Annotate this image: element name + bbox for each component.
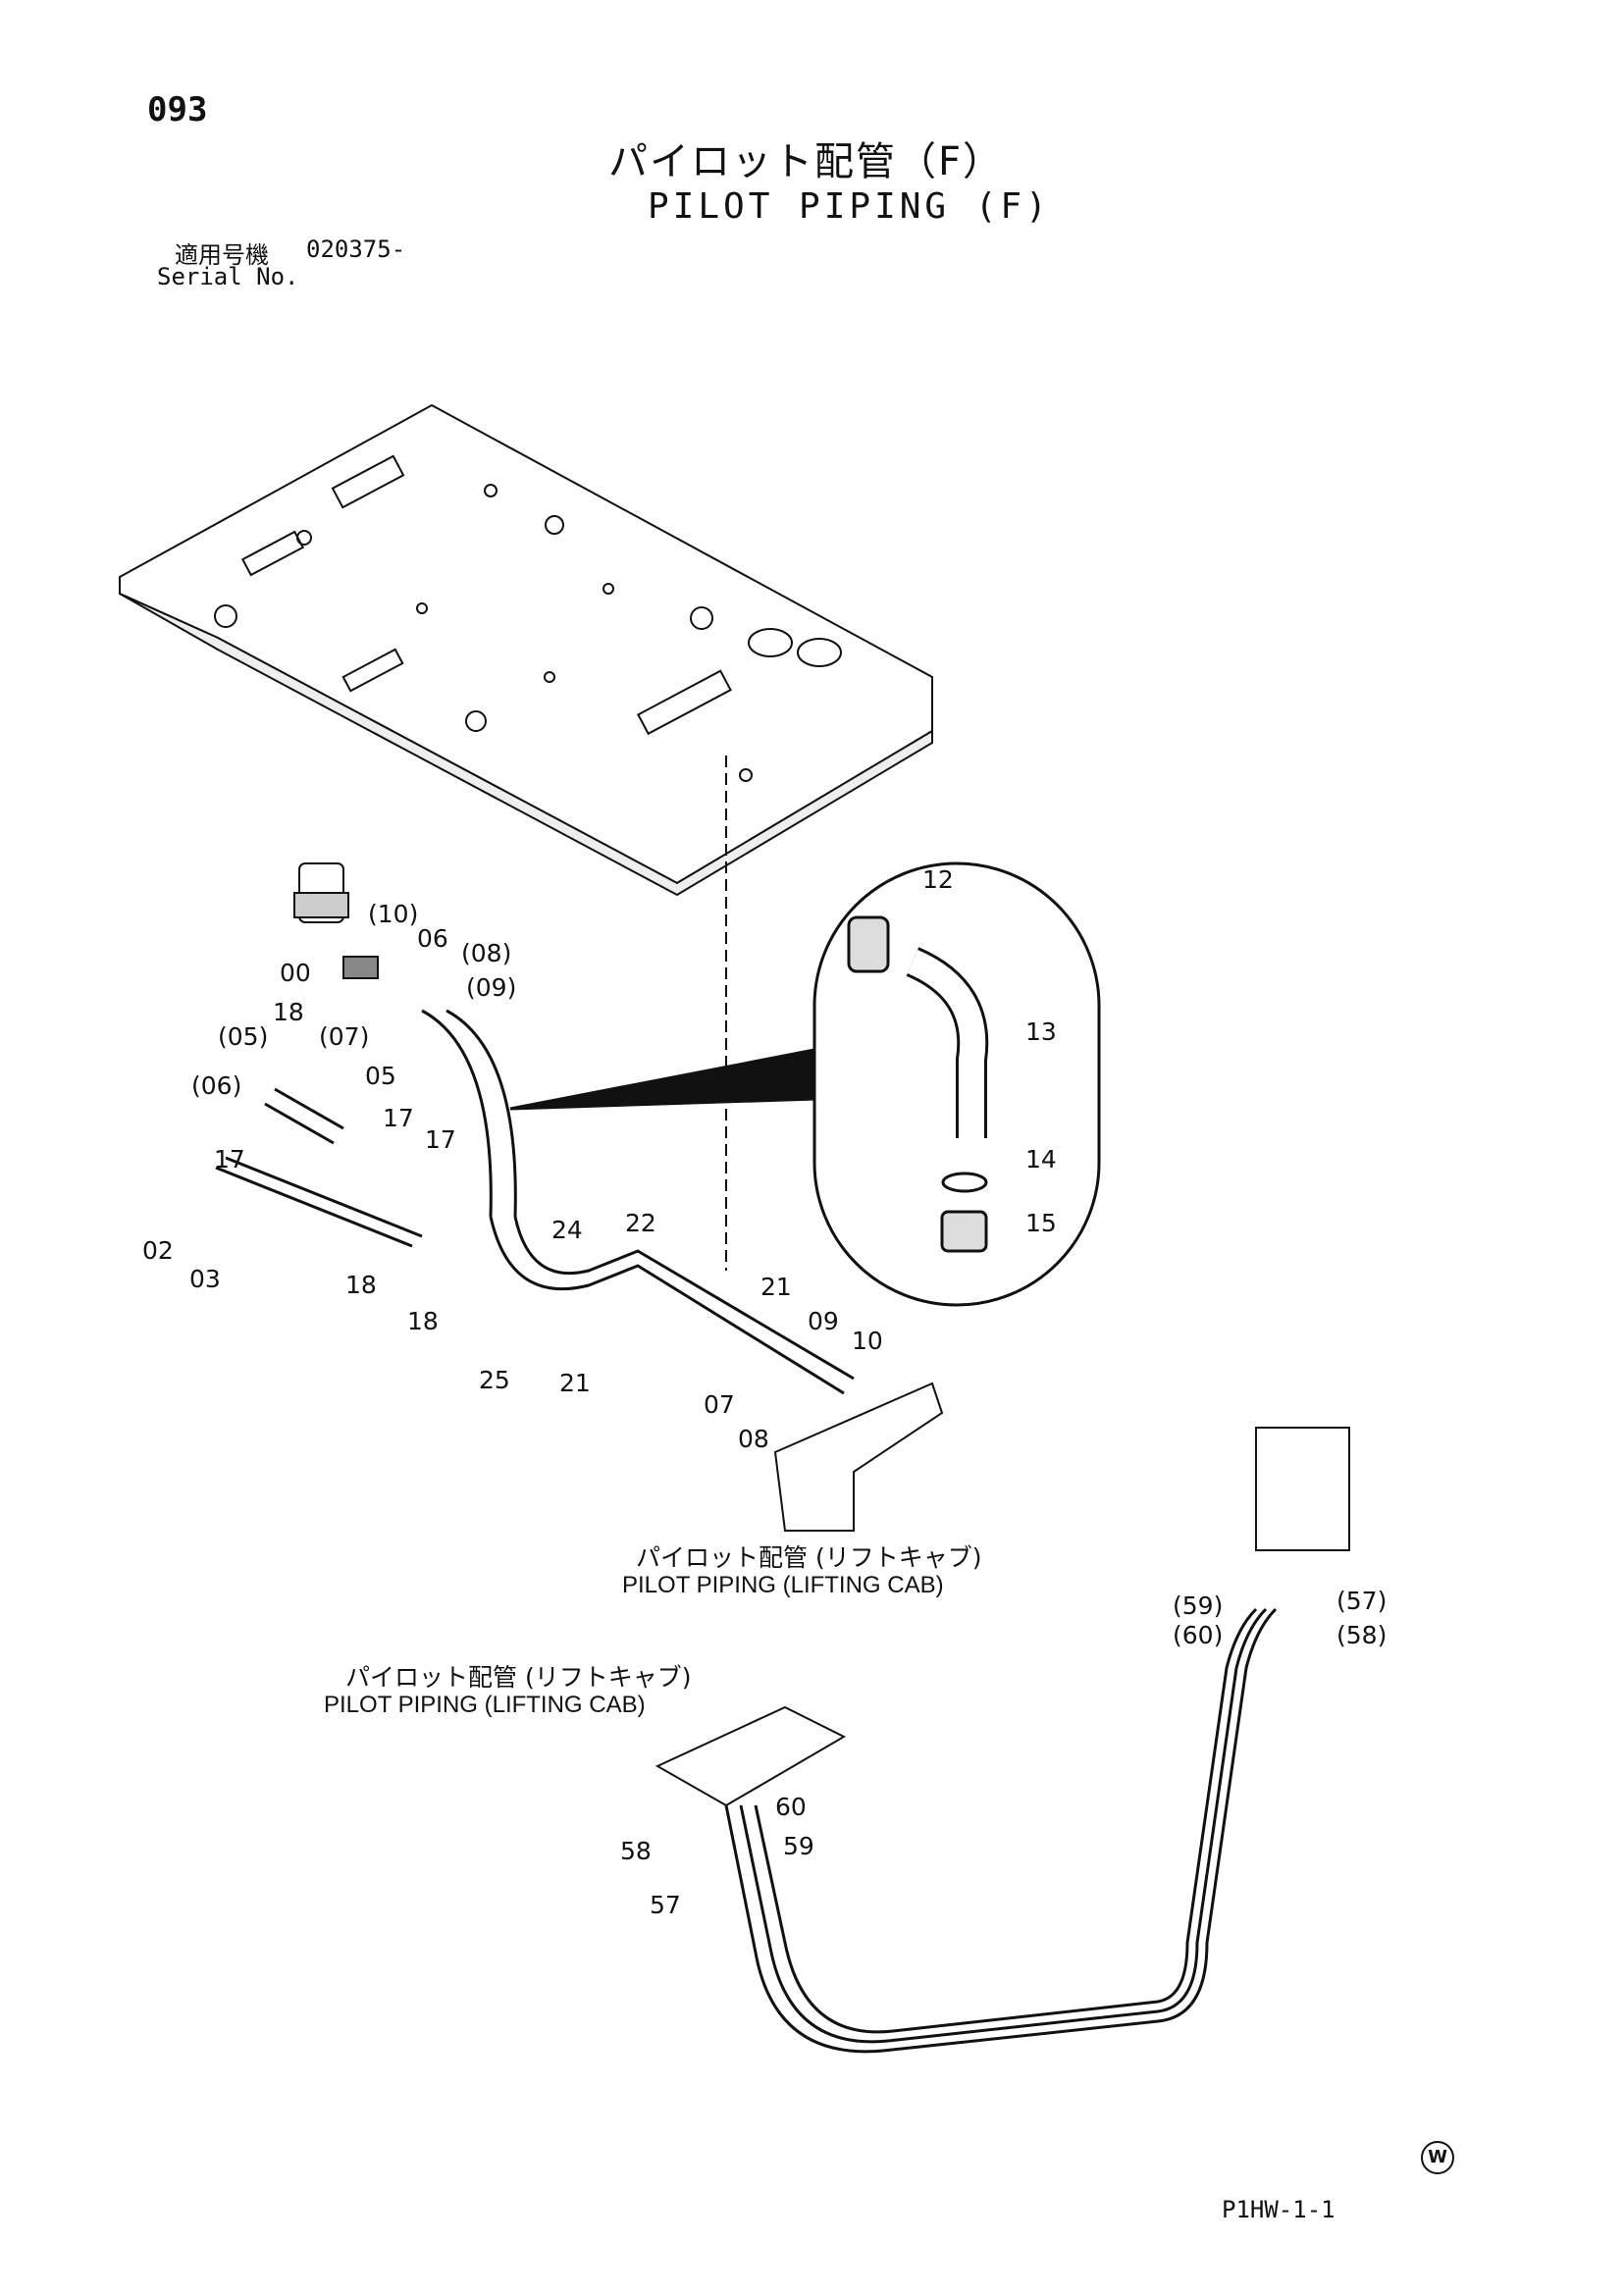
callout-25: 25 [479,1366,510,1394]
callout-08: 08 [738,1425,769,1453]
callout-02: 02 [142,1236,174,1265]
callout-59: 59 [783,1832,814,1860]
callout-21b: 21 [559,1369,591,1397]
callout-60: 60 [775,1793,807,1821]
callout-60p: (60) [1173,1621,1223,1649]
callout-15: 15 [1025,1209,1057,1237]
callout-18b: 18 [345,1271,377,1299]
lifting-cab-hoses [724,1607,1278,2054]
callout-22: 22 [625,1209,656,1237]
footer-code: P1HW-1-1 [1222,2196,1336,2223]
callout-24: 24 [551,1216,583,1244]
callout-labels: 12 13 14 15 (10) 06 (08) (09) 00 (07) 05… [142,865,1387,1919]
callout-17a: 17 [214,1145,245,1174]
callout-09p: (09) [466,973,516,1002]
callout-00: 00 [280,959,311,987]
page-number: 093 [147,90,208,130]
callout-17b: 17 [383,1104,414,1132]
pilot-valve [293,862,379,979]
callout-59p: (59) [1173,1591,1223,1620]
callout-17c: 17 [425,1125,456,1154]
caption-lifting-cab-jp-2: パイロット配管 (リフトキャブ) [345,1663,692,1692]
callout-05p: (05) [218,1022,268,1051]
caption-lifting-cab-jp-1: パイロット配管 (リフトキャブ) [636,1543,982,1572]
callout-03: 03 [189,1265,221,1293]
callout-57: 57 [650,1891,681,1919]
manifold-blocks [655,1382,1350,1807]
callout-09: 09 [808,1307,839,1335]
callout-06: 06 [417,924,448,953]
callout-14: 14 [1025,1145,1057,1174]
caption-lifting-cab-en-2: PILOT PIPING (LIFTING CAB) [324,1692,646,1718]
callout-10: 10 [852,1327,883,1355]
callout-18c: 18 [407,1307,439,1335]
serial-label-jp: 適用号機 [175,241,269,269]
callout-08p: (08) [461,939,511,967]
callout-07: 07 [704,1390,735,1419]
callout-12: 12 [922,865,954,894]
callout-06p: (06) [191,1071,241,1100]
serial-value: 020375- [306,235,406,263]
detail-bubble [812,861,1101,1307]
page-title-en: PILOT PIPING (F) [648,186,1051,227]
callout-18a: 18 [273,998,304,1026]
callout-10p: (10) [368,900,418,928]
caption-lifting-cab-en-1: PILOT PIPING (LIFTING CAB) [622,1572,944,1598]
callout-13: 13 [1025,1017,1057,1046]
page-title-jp: パイロット配管（F） [608,139,1005,184]
callout-21a: 21 [760,1273,792,1301]
floor-plate [119,403,933,897]
w-mark-icon: W [1421,2141,1454,2174]
callout-58: 58 [620,1837,652,1865]
floor-plate-holes [214,454,842,782]
pipe-assembly [215,1009,855,1395]
serial-label-en: Serial No. [157,263,299,290]
callout-05: 05 [365,1062,396,1090]
callout-57p: (57) [1336,1587,1387,1615]
callout-58p: (58) [1336,1621,1387,1649]
callout-07p: (07) [319,1022,369,1051]
